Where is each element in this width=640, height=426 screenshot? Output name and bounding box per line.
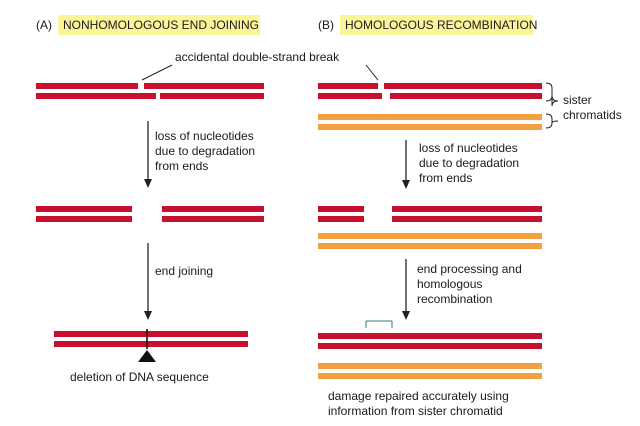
panel-b-arrow-2 [402,259,410,320]
panel-b-broken-duplex [318,83,542,99]
break-pointer-left [141,64,173,81]
panel-b-repaired-duplex [318,333,542,349]
panel-a-step2: end joining [155,264,213,278]
panel-b-arrow-1 [402,140,410,189]
panel-b-step1-line3: from ends [419,171,472,185]
panel-b-result-line2: information from sister chromatid [328,404,503,418]
break-label: accidental double-strand break [175,50,340,64]
panel-b-step1-line1: loss of nucleotides [419,141,518,155]
panel-b-step2-line2: homologous [417,277,482,291]
panel-a-result: deletion of DNA sequence [70,370,209,384]
panel-a-step1-line2: due to degradation [155,144,255,158]
panel-b-title: HOMOLOGOUS RECOMBINATION [345,18,537,32]
break-pointer-right [365,64,379,81]
panel-b-sister-chromatid-3 [318,363,542,379]
panel-b-sister-chromatid-1 [318,114,542,130]
panel-b-step2-line1: end processing and [417,262,522,276]
panel-b-degraded-duplex [318,206,542,222]
sister-label-line2: chromatids [563,108,622,122]
panel-b-letter: (B) [318,18,334,32]
panel-a-broken-duplex [36,83,264,99]
panel-a-degraded-duplex [36,206,264,222]
panel-a-arrow-2 [144,243,152,320]
panel-b-step1-line2: due to degradation [419,156,519,170]
panel-b-step2-line3: recombination [417,292,492,306]
panel-a-step1-line1: loss of nucleotides [155,129,254,143]
panel-a-title: NONHOMOLOGOUS END JOINING [63,18,259,32]
panel-a-arrow-1 [144,121,152,188]
panel-a-letter: (A) [36,18,52,32]
panel-b-title-highlight [340,15,533,35]
panel-a-title-highlight [58,15,260,35]
panel-a-step1-line3: from ends [155,159,208,173]
panel-b-sister-chromatid-2 [318,233,542,249]
panel-b-result-line1: damage repaired accurately using [328,389,509,403]
panel-a-joined-duplex [54,329,248,349]
deletion-marker-icon [138,350,156,362]
sister-label-line1: sister [563,93,592,107]
sister-chromatid-bracket [545,82,559,129]
